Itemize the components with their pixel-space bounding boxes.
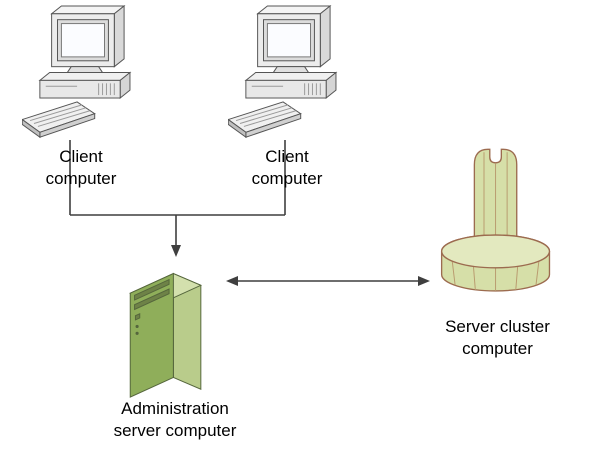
node-administration-server <box>115 250 220 402</box>
monitor <box>256 4 332 74</box>
cluster-slab <box>473 148 518 251</box>
arrowheads <box>171 245 430 286</box>
system-unit <box>244 71 338 100</box>
node-client-computer-1 <box>22 4 140 146</box>
client1-label: Client computer <box>45 147 117 189</box>
connector-lines <box>69 140 419 282</box>
keyboard <box>228 101 302 139</box>
server-cluster-label: Server cluster computer <box>445 317 550 359</box>
cluster-base-drum <box>440 234 551 292</box>
node-server-cluster <box>432 132 562 314</box>
server-tower <box>129 272 203 398</box>
system-unit <box>38 71 132 100</box>
keyboard <box>22 101 96 139</box>
admin-server-label: Administration server computer <box>113 399 237 441</box>
client2-label: Client computer <box>251 147 323 189</box>
desktop-computer-icon <box>228 4 338 139</box>
left-arrowhead <box>226 276 238 286</box>
desktop-computer-icon <box>22 4 132 139</box>
node-client-computer-2 <box>228 4 346 146</box>
monitor <box>50 4 126 74</box>
right-arrowhead <box>418 276 430 286</box>
server-cluster-icon <box>440 148 551 292</box>
tower-server-icon <box>129 272 203 398</box>
down-arrowhead <box>171 245 181 257</box>
